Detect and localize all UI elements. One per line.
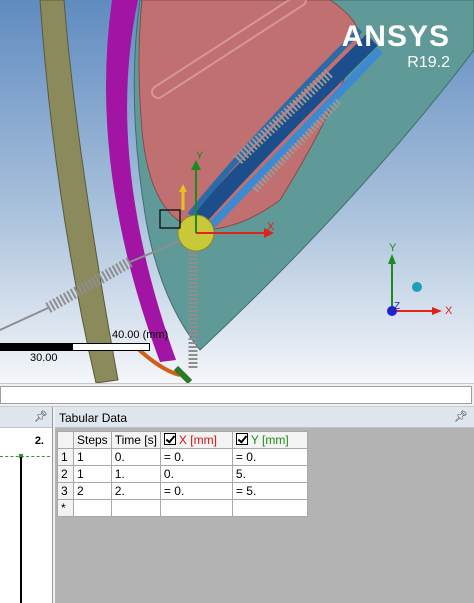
cell-x[interactable]: = 0. — [159, 448, 233, 466]
cell-y[interactable]: 5. — [231, 465, 308, 483]
new-row-marker: * — [57, 499, 74, 517]
cell-y[interactable] — [231, 499, 308, 517]
global-z-axis — [387, 306, 397, 316]
spring-upper — [234, 68, 334, 164]
global-z-label: Z — [394, 301, 400, 312]
scale-bar: 40.00 (mm) 30.00 — [0, 325, 200, 365]
graph-panel[interactable]: 📌︎ 2. — [0, 407, 53, 603]
slot-inner — [153, 0, 305, 97]
global-x-label: X — [445, 305, 453, 317]
row-index: 2 — [57, 465, 74, 483]
table-row[interactable]: 1 1 0. = 0. = 0. — [57, 448, 308, 466]
corner-cell — [57, 431, 74, 449]
col-y-label: Y [mm] — [250, 433, 289, 447]
cell-time[interactable]: 1. — [110, 465, 161, 483]
row-index: 3 — [57, 482, 74, 500]
col-x[interactable]: X [mm] — [159, 431, 233, 449]
cell-step[interactable] — [73, 499, 112, 517]
y-checkbox[interactable] — [235, 433, 248, 445]
iso-ball[interactable] — [412, 282, 422, 292]
graphics-viewport[interactable]: X Y X Y Z ANSYS R19.2 40.00 (mm) 30.00 — [0, 0, 474, 383]
cell-y[interactable]: = 0. — [231, 448, 308, 466]
brand-name: ANSYS — [341, 20, 450, 53]
scale-bottom-label: 30.00 — [30, 352, 58, 364]
tabular-grid[interactable]: Steps Time [s] X [mm] Y [mm] 1 1 0. = 0.… — [57, 431, 308, 517]
col-time[interactable]: Time [s] — [110, 431, 161, 449]
magenta-part — [106, 0, 176, 362]
status-field[interactable] — [0, 386, 472, 404]
local-y-arrow — [191, 160, 201, 170]
olive-part — [39, 0, 119, 383]
global-x-arrow — [432, 307, 442, 315]
col-x-label: X [mm] — [178, 433, 217, 447]
global-y-label: Y — [389, 242, 397, 254]
pin-icon[interactable]: 📌︎ — [34, 411, 48, 423]
new-row[interactable]: * — [57, 499, 308, 517]
table-header-row: Steps Time [s] X [mm] Y [mm] — [57, 431, 308, 449]
cell-time[interactable]: 0. — [110, 448, 161, 466]
graph-value: 2. — [34, 435, 44, 447]
scale-white-segment — [72, 343, 150, 351]
x-checkbox[interactable] — [163, 433, 176, 445]
graph-axis — [20, 457, 22, 603]
rail-light — [202, 47, 383, 235]
local-z-arrow — [179, 184, 187, 192]
table-row[interactable]: 2 1 1. 0. 5. — [57, 465, 308, 483]
cover-part — [138, 0, 361, 231]
scale-line — [0, 343, 150, 351]
scale-top-label: 40.00 (mm) — [112, 329, 169, 341]
tabular-title: Tabular Data — [59, 411, 128, 425]
scale-black-segment — [0, 343, 74, 351]
local-x-arrow — [264, 228, 274, 238]
cell-x[interactable] — [159, 499, 233, 517]
rail-dark — [190, 34, 378, 228]
cell-x[interactable]: = 0. — [159, 482, 233, 500]
cell-step[interactable]: 2 — [73, 482, 112, 500]
table-row[interactable]: 3 2 2. = 0. = 5. — [57, 482, 308, 500]
graph-marker — [19, 454, 23, 458]
global-y-arrow — [388, 254, 396, 264]
cell-time[interactable] — [110, 499, 161, 517]
spring-lower — [252, 97, 343, 193]
graph-guide-line — [0, 456, 50, 457]
graph-panel-header: 📌︎ — [0, 407, 52, 428]
cell-step[interactable]: 1 — [73, 465, 112, 483]
pin-icon[interactable]: 📌︎ — [454, 411, 468, 423]
model-view[interactable]: X Y X Y Z — [0, 0, 474, 383]
row-index: 1 — [57, 448, 74, 466]
col-y[interactable]: Y [mm] — [231, 431, 308, 449]
cell-y[interactable]: = 5. — [231, 482, 308, 500]
green-clip — [173, 365, 193, 383]
tabular-data-panel[interactable]: Tabular Data 📌︎ Steps Time [s] X [mm] Y … — [55, 407, 474, 603]
viewport-bottom-bar — [0, 383, 474, 407]
brand-logo: ANSYS R19.2 — [342, 22, 450, 72]
local-y-label: Y — [196, 150, 204, 162]
cell-time[interactable]: 2. — [110, 482, 161, 500]
cell-step[interactable]: 1 — [73, 448, 112, 466]
brand-version: R19.2 — [407, 54, 450, 71]
probe-box — [159, 209, 181, 229]
tabular-header: Tabular Data 📌︎ — [55, 407, 474, 428]
col-steps[interactable]: Steps — [73, 431, 112, 449]
cell-x[interactable]: 0. — [159, 465, 233, 483]
local-x-label: X — [267, 221, 275, 233]
